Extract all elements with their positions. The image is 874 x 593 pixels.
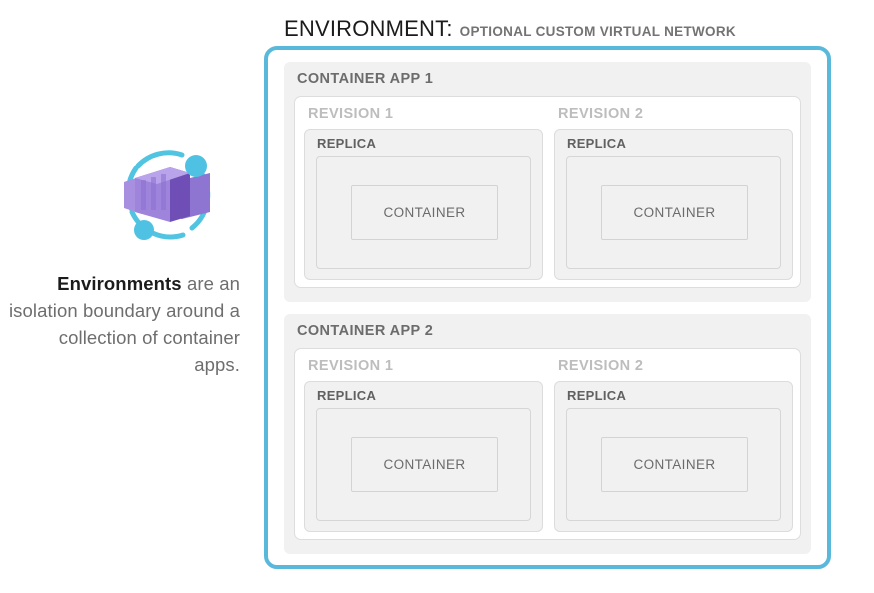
container-app-panel-1: CONTAINER APP 1 REVISION 1 REPLICA CONTA… <box>284 62 811 302</box>
container-label-2-2: CONTAINER <box>633 457 716 472</box>
environment-title-main: ENVIRONMENT: <box>284 16 453 41</box>
container-label-1-1: CONTAINER <box>383 205 466 220</box>
container-label-1-2: CONTAINER <box>633 205 716 220</box>
container-label-2-1: CONTAINER <box>383 457 466 472</box>
replica-label-1-1: REPLICA <box>317 136 377 151</box>
replica-inner-1-2: CONTAINER <box>566 156 781 269</box>
revision-label-2-2: REVISION 2 <box>558 358 644 374</box>
azure-container-apps-icon <box>112 140 222 250</box>
revision-label-1-1: REVISION 1 <box>308 106 394 122</box>
revision-label-2-1: REVISION 1 <box>308 358 394 374</box>
container-box-2-1: CONTAINER <box>351 437 498 492</box>
caption-rest: are an isolation boundary around a colle… <box>8 273 240 375</box>
replica-inner-2-2: CONTAINER <box>566 408 781 521</box>
revisions-wrapper-1: REVISION 1 REPLICA CONTAINER REVISION 2 … <box>294 96 801 288</box>
replica-box-1-2: REPLICA CONTAINER <box>554 129 793 280</box>
environment-title-subtitle: OPTIONAL CUSTOM VIRTUAL NETWORK <box>459 24 736 39</box>
container-box-1-2: CONTAINER <box>601 185 748 240</box>
revision-block-1-2: REVISION 2 REPLICA CONTAINER <box>554 106 793 280</box>
environment-boundary-box: CONTAINER APP 1 REVISION 1 REPLICA CONTA… <box>264 46 831 569</box>
container-app-panel-2: CONTAINER APP 2 REVISION 1 REPLICA CONTA… <box>284 314 811 554</box>
replica-box-2-2: REPLICA CONTAINER <box>554 381 793 532</box>
caption-strong: Environments <box>57 273 182 294</box>
caption-text: Environments are an isolation boundary a… <box>8 270 240 378</box>
revision-block-1-1: REVISION 1 REPLICA CONTAINER <box>304 106 543 280</box>
replica-label-2-2: REPLICA <box>567 388 627 403</box>
left-description-panel: Environments are an isolation boundary a… <box>0 0 250 593</box>
revision-label-1-2: REVISION 2 <box>558 106 644 122</box>
replica-label-2-1: REPLICA <box>317 388 377 403</box>
container-app-label-2: CONTAINER APP 2 <box>297 323 434 339</box>
container-box-1-1: CONTAINER <box>351 185 498 240</box>
environment-title: ENVIRONMENT: OPTIONAL CUSTOM VIRTUAL NET… <box>284 16 736 44</box>
replica-box-1-1: REPLICA CONTAINER <box>304 129 543 280</box>
replica-box-2-1: REPLICA CONTAINER <box>304 381 543 532</box>
replica-inner-2-1: CONTAINER <box>316 408 531 521</box>
revision-block-2-1: REVISION 1 REPLICA CONTAINER <box>304 358 543 532</box>
replica-label-1-2: REPLICA <box>567 136 627 151</box>
container-box-2-2: CONTAINER <box>601 437 748 492</box>
container-app-label-1: CONTAINER APP 1 <box>297 71 434 87</box>
replica-inner-1-1: CONTAINER <box>316 156 531 269</box>
revision-block-2-2: REVISION 2 REPLICA CONTAINER <box>554 358 793 532</box>
revisions-wrapper-2: REVISION 1 REPLICA CONTAINER REVISION 2 … <box>294 348 801 540</box>
